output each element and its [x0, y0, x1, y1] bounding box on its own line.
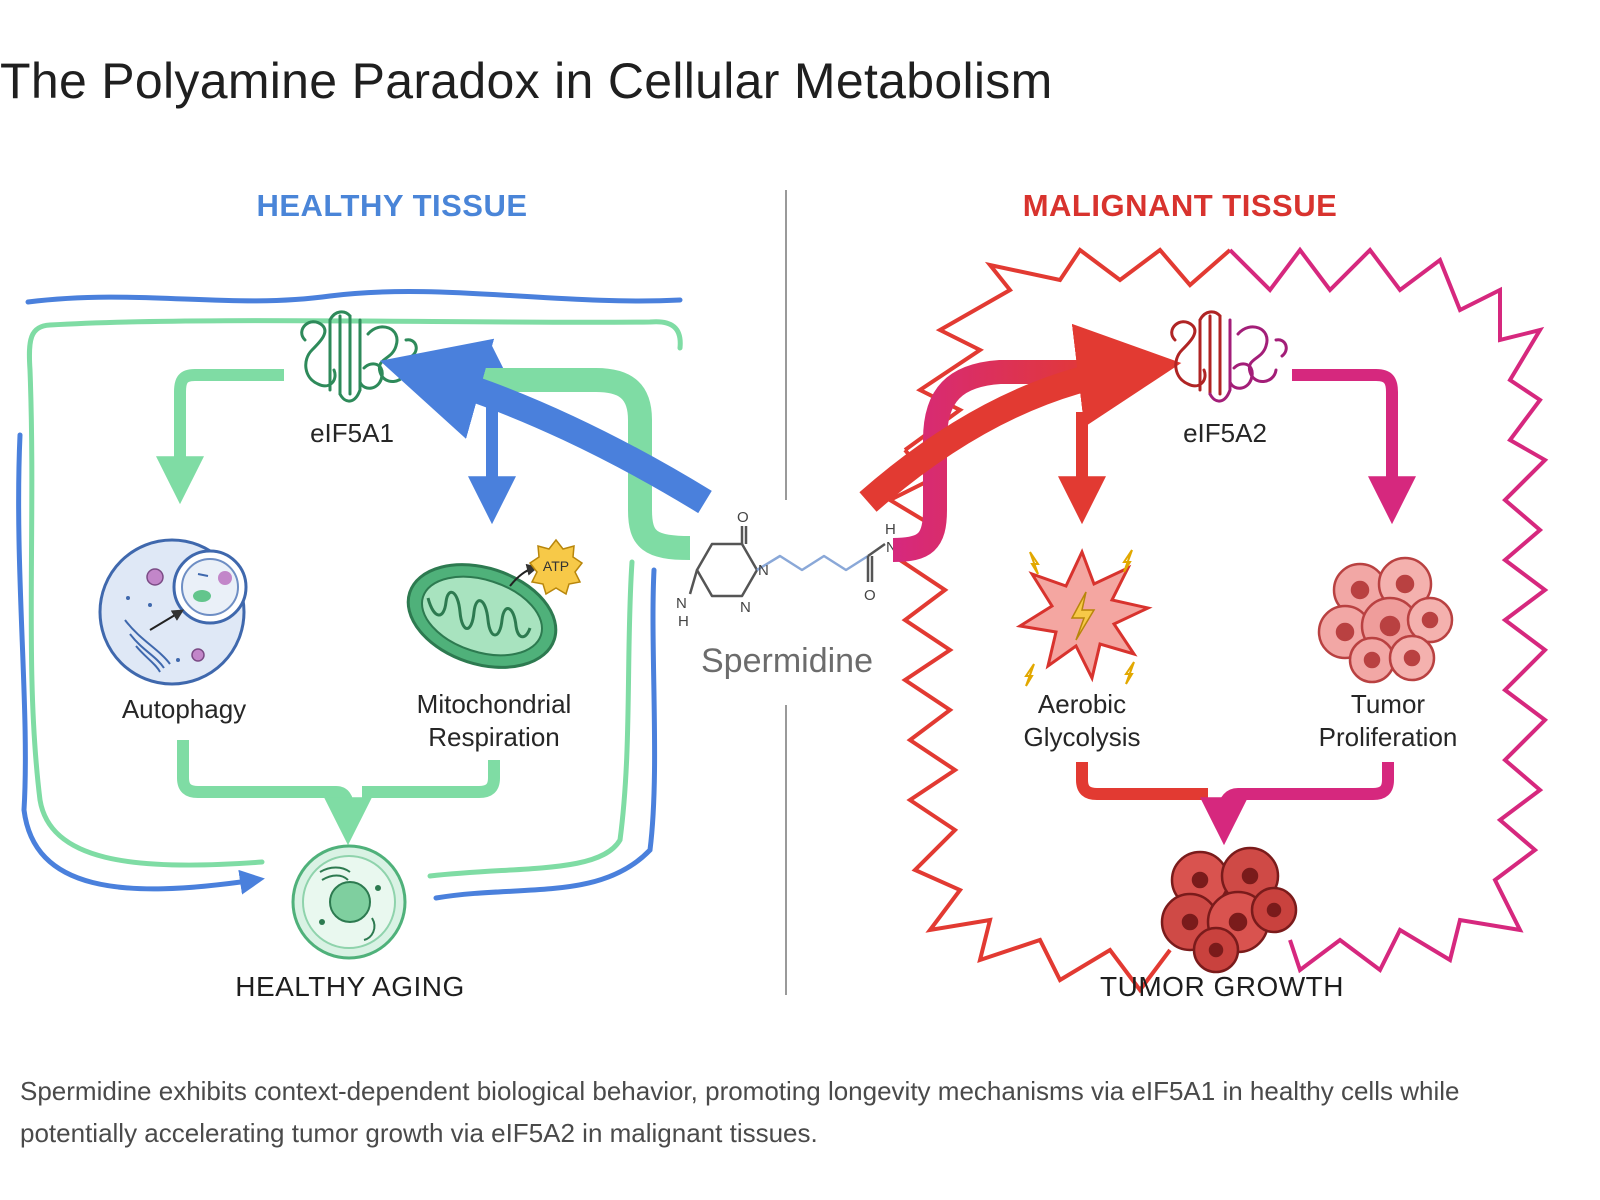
glycolysis-burst-icon — [1015, 548, 1153, 687]
proliferation-label-line2: Proliferation — [1319, 722, 1458, 752]
figure-caption: Spermidine exhibits context-dependent bi… — [20, 1076, 1460, 1148]
mitochondrial-label-line2: Respiration — [428, 722, 560, 752]
healthy-tissue-heading: HEALTHY TISSUE — [256, 188, 527, 223]
eif5a1-protein-icon — [300, 310, 418, 403]
tumor-proliferation-icon — [1317, 556, 1454, 684]
atom-o-right: O — [864, 587, 876, 604]
atom-h-right: H — [885, 521, 896, 538]
polyamine-paradox-diagram: HEALTHY TISSUE MALIGNANT TISSUE eIF5A1 — [16, 188, 1549, 1002]
atom-o-top: O — [737, 509, 749, 526]
blue-main-arrow — [379, 338, 712, 514]
malignant-tissue-heading: MALIGNANT TISSUE — [1023, 188, 1338, 223]
mitochondria-icon — [406, 563, 558, 669]
arrow-mito-to-aging — [362, 760, 500, 798]
healthy-cell-icon — [291, 844, 407, 960]
mitochondrial-label-line1: Mitochondrial — [417, 689, 572, 719]
tumor-growth-label: TUMOR GROWTH — [1100, 971, 1344, 1002]
arrow-glycolysis-to-tumor — [1076, 762, 1208, 800]
spermidine-structure — [688, 526, 886, 598]
page-title: The Polyamine Paradox in Cellular Metabo… — [0, 53, 1053, 109]
proliferation-label-line1: Tumor — [1351, 689, 1425, 719]
arrow-eif5a1-to-autophagy — [156, 369, 284, 505]
glycolysis-label-line2: Glycolysis — [1023, 722, 1140, 752]
red-main-arrow — [859, 323, 1182, 512]
tumor-growth-icon — [1160, 846, 1298, 974]
healthy-outer-border — [16, 289, 683, 901]
spermidine-label: Spermidine — [701, 642, 873, 680]
autophagy-cell-icon — [98, 538, 248, 686]
healthy-aging-label: HEALTHY AGING — [235, 971, 465, 1002]
atp-label: ATP — [543, 558, 569, 574]
glycolysis-label-line1: Aerobic — [1038, 689, 1126, 719]
arrow-proliferation-to-tumor — [1200, 762, 1394, 846]
atom-n-ring: N — [758, 562, 769, 579]
eif5a2-protein-icon — [1170, 310, 1288, 403]
atom-n-left: N — [676, 595, 687, 612]
atp-badge: ATP — [528, 538, 584, 596]
atom-h-left: H — [678, 613, 689, 630]
atom-n-right: N — [886, 539, 897, 556]
arrow-autophagy-to-aging — [177, 740, 372, 846]
eif5a1-label: eIF5A1 — [310, 418, 394, 448]
autophagy-label: Autophagy — [122, 694, 246, 724]
eif5a2-label: eIF5A2 — [1183, 418, 1267, 448]
malignant-jagged-border-magenta — [1228, 246, 1549, 974]
arrow-eif5a2-to-proliferation — [1292, 369, 1416, 525]
atom-n-ring-lower: N — [740, 599, 751, 616]
